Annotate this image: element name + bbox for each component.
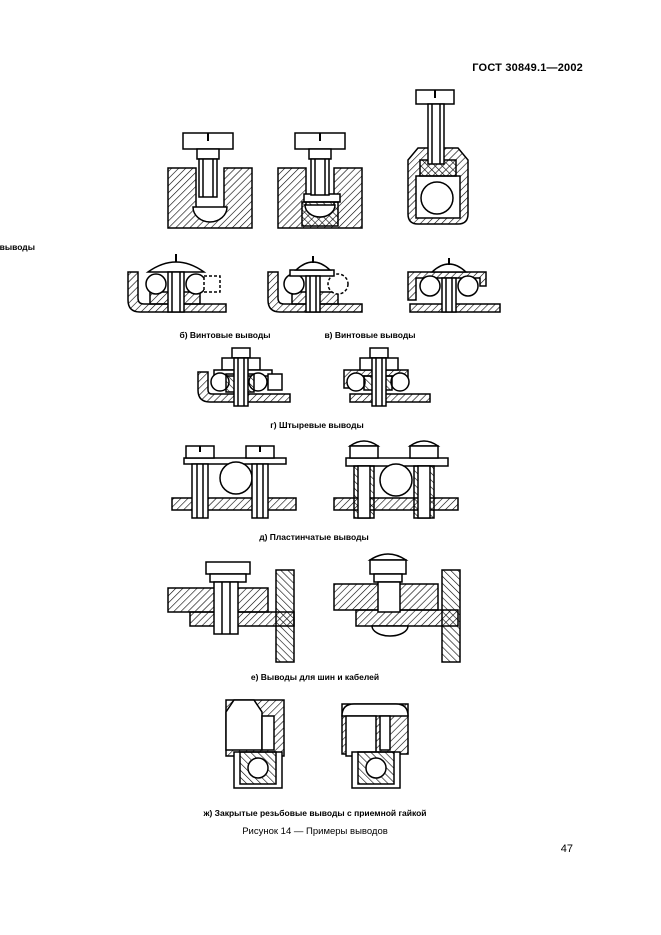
figure-a-pillar-2 (277, 132, 363, 229)
figure-zh-threaded-1 (225, 699, 285, 789)
figure-d-plate-1 (171, 445, 297, 519)
figure-a-pillar-3 (407, 89, 469, 225)
figure-a-pillar-1 (167, 132, 253, 229)
caption-b: б) Винтовые выводы (179, 330, 270, 340)
figure-g-stud-1 (197, 347, 291, 407)
figure-v-screw-1 (267, 256, 363, 313)
caption-zh: ж) Закрытые резьбовые выводы с приемной … (202, 808, 426, 818)
figure-v-screw-2 (407, 258, 501, 313)
figure-caption: Рисунок 14 — Примеры выводов (242, 826, 388, 837)
figure-d-plate-2 (333, 440, 459, 519)
document-header: ГОСТ 30849.1—2002 (472, 62, 583, 74)
figure-g-stud-2 (343, 347, 431, 407)
caption-a: а) Столбчатые выводы (0, 242, 35, 252)
figure-e-bus-2 (333, 553, 461, 663)
caption-v: в) Винтовые выводы (324, 330, 415, 340)
caption-g: г) Штыревые выводы (270, 420, 364, 430)
caption-e: е) Выводы для шин и кабелей (251, 672, 379, 682)
figure-b-screw (127, 254, 227, 313)
page-number: 47 (560, 843, 573, 855)
caption-d: д) Пластинчатые выводы (259, 532, 369, 542)
figure-zh-threaded-2 (341, 703, 409, 789)
figure-e-bus-1 (167, 561, 295, 663)
